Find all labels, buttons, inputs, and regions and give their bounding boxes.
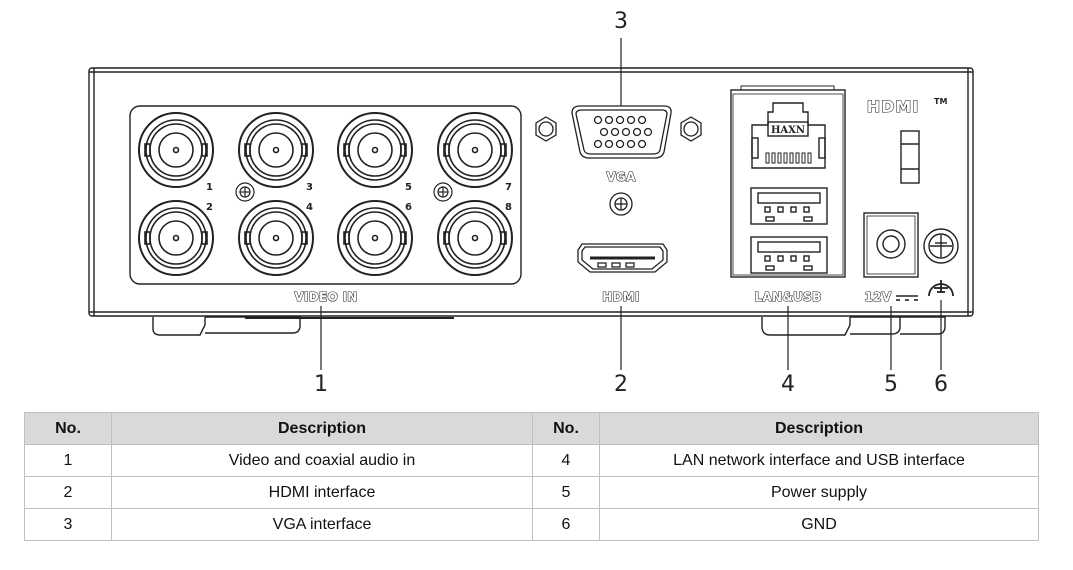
vga-pin — [593, 115, 603, 125]
screw-icon — [433, 182, 453, 202]
vga-hex-nut-left — [535, 116, 557, 142]
cell-no: 3 — [24, 508, 112, 541]
vga-pin — [604, 139, 614, 149]
ground-symbol-icon — [928, 280, 954, 297]
rj45-pin — [771, 152, 776, 164]
vga-pin — [599, 127, 609, 137]
vga-port-icon — [571, 105, 672, 159]
hdmi-logo: HDMI — [867, 97, 920, 116]
power-label: 12V — [865, 290, 892, 304]
vga-pin — [615, 115, 625, 125]
vga-pin — [637, 139, 647, 149]
vga-pin — [604, 115, 614, 125]
hdmi-port-icon — [577, 243, 668, 273]
callout-5: 5 — [884, 372, 898, 397]
vga-pin — [615, 139, 625, 149]
header-no: No. — [24, 412, 112, 445]
table-row: 2 HDMI interface 5 Power supply — [24, 476, 1039, 509]
lan-usb-housing — [730, 89, 846, 278]
vga-pin — [610, 127, 620, 137]
screw-icon — [609, 192, 633, 216]
cell-description: VGA interface — [111, 508, 533, 541]
header-no: No. — [532, 412, 600, 445]
header-description: Description — [599, 412, 1039, 445]
bnc-port-number: 4 — [306, 202, 313, 213]
vga-pin — [632, 127, 642, 137]
cell-description: HDMI interface — [111, 476, 533, 509]
bnc-port-number: 8 — [505, 202, 512, 213]
hdmi-logo-latch — [900, 130, 920, 184]
cell-description: Power supply — [599, 476, 1039, 509]
cell-no: 6 — [532, 508, 600, 541]
dc-power-jack-icon — [863, 212, 919, 278]
vga-pin — [626, 115, 636, 125]
cell-no: 1 — [24, 444, 112, 477]
rj45-pin — [801, 152, 806, 164]
bnc-connector-icon — [138, 200, 214, 276]
callout-4: 4 — [781, 372, 795, 397]
lan-usb-label: LAN&USB — [754, 290, 821, 304]
rubber-foot-right — [761, 316, 946, 336]
hdmi-tm-mark: TM — [934, 97, 947, 106]
usb-port-icon — [750, 236, 828, 274]
vga-hex-nut-right — [680, 116, 702, 142]
rj45-brand-label: HAXN — [771, 125, 805, 136]
cell-no: 2 — [24, 476, 112, 509]
vga-pin — [621, 127, 631, 137]
vga-label: VGA — [606, 170, 636, 184]
rj45-pin — [795, 152, 800, 164]
header-description: Description — [111, 412, 533, 445]
bnc-connector-icon — [238, 200, 314, 276]
vga-pin — [626, 139, 636, 149]
bnc-connector-icon — [437, 112, 513, 188]
bnc-port-number: 1 — [206, 182, 213, 193]
rj45-pin — [789, 152, 794, 164]
rear-panel-diagram: VIDEO IN VGA HDMI — [88, 9, 974, 397]
callout-2: 2 — [614, 372, 628, 397]
cell-description: Video and coaxial audio in — [111, 444, 533, 477]
bnc-port-number: 3 — [306, 182, 313, 193]
screw-icon — [235, 182, 255, 202]
rj45-port-icon — [751, 102, 826, 169]
rj45-pin — [783, 152, 788, 164]
cell-no: 4 — [532, 444, 600, 477]
callout-3: 3 — [614, 9, 628, 34]
cell-no: 5 — [532, 476, 600, 509]
bnc-connector-icon — [138, 112, 214, 188]
bnc-connector-icon — [337, 112, 413, 188]
usb-port-icon — [750, 187, 828, 225]
bnc-port-number: 7 — [505, 182, 512, 193]
rj45-pin — [777, 152, 782, 164]
hdmi-label: HDMI — [602, 290, 640, 304]
video-in-panel — [129, 105, 522, 285]
video-in-label: VIDEO IN — [294, 290, 357, 304]
callout-6: 6 — [934, 372, 948, 397]
table-header-row: No. Description No. Description — [24, 412, 1039, 445]
rubber-foot-left — [152, 316, 301, 336]
chassis — [88, 67, 974, 319]
vga-pin — [593, 139, 603, 149]
bnc-port-number: 2 — [206, 202, 213, 213]
bnc-port-number: 5 — [405, 182, 412, 193]
bnc-port-number: 6 — [405, 202, 412, 213]
rj45-pin — [765, 152, 770, 164]
dc-symbol-icon — [896, 295, 918, 301]
vga-pin — [643, 127, 653, 137]
table-row: 3 VGA interface 6 GND — [24, 508, 1039, 541]
callout-1: 1 — [314, 372, 328, 397]
interface-table: No. Description No. Description 1 Video … — [24, 412, 1039, 541]
cell-description: GND — [599, 508, 1039, 541]
bnc-connector-icon — [437, 200, 513, 276]
bnc-connector-icon — [337, 200, 413, 276]
table-row: 1 Video and coaxial audio in 4 LAN netwo… — [24, 444, 1039, 477]
ground-screw-icon — [923, 228, 959, 264]
vga-pin — [637, 115, 647, 125]
bnc-connector-icon — [238, 112, 314, 188]
cell-description: LAN network interface and USB interface — [599, 444, 1039, 477]
rj45-pin — [807, 152, 812, 164]
